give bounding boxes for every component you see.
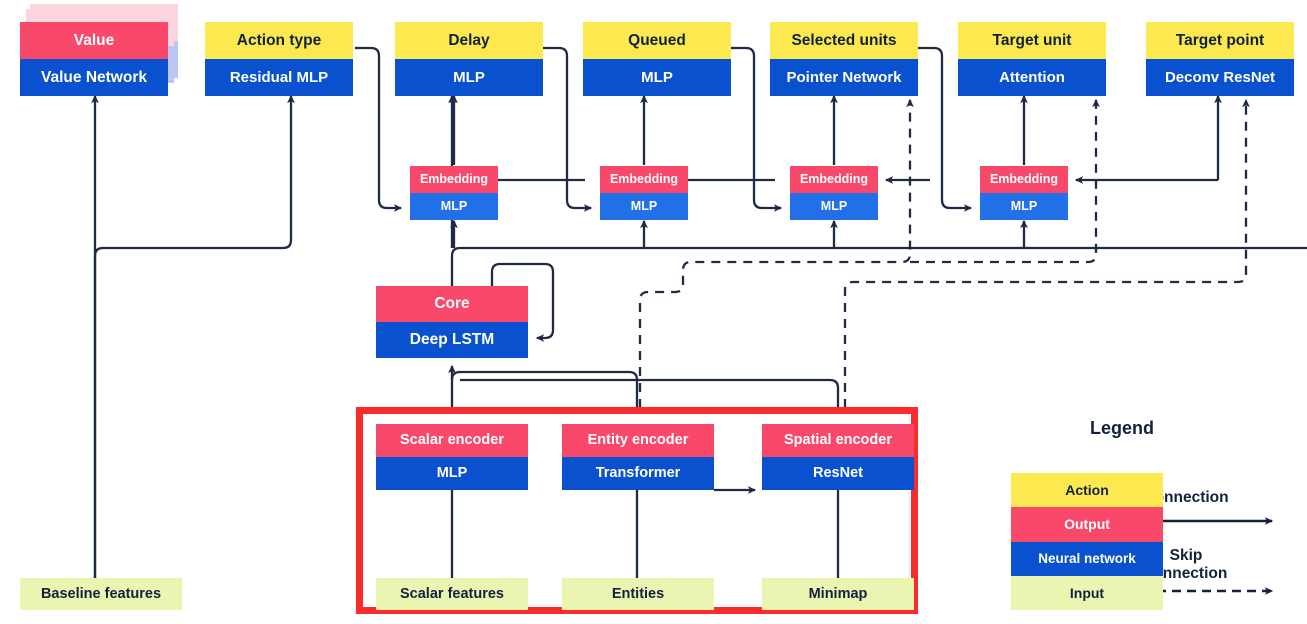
node-entity-encoder[interactable]: Entity encoder Transformer bbox=[562, 424, 714, 490]
node-embedding-3-output-label: Embedding bbox=[790, 166, 878, 193]
node-embedding-4-network-label: MLP bbox=[980, 193, 1068, 220]
node-embedding-2-network-label: MLP bbox=[600, 193, 688, 220]
wire-baseline-to-actiontype bbox=[93, 94, 295, 578]
input-baseline-features[interactable]: Baseline features bbox=[20, 578, 182, 610]
node-embedding-4[interactable]: Embedding MLP bbox=[980, 166, 1068, 220]
node-embedding-2-output-label: Embedding bbox=[600, 166, 688, 193]
wire-queued-to-embedding3 bbox=[730, 46, 783, 212]
node-queued[interactable]: Queued MLP bbox=[583, 22, 731, 96]
node-embedding-1-output-label: Embedding bbox=[410, 166, 498, 193]
node-scalar-encoder-network-label: MLP bbox=[376, 457, 528, 490]
node-target-point[interactable]: Target point Deconv ResNet bbox=[1146, 22, 1294, 96]
node-target-point-action-label: Target point bbox=[1146, 22, 1294, 59]
skip-spatial-to-targetpoint bbox=[843, 98, 1250, 408]
wire-delay-to-embedding2 bbox=[543, 46, 593, 212]
legend-connection-label: Connection bbox=[1143, 489, 1229, 506]
wire-spatial-to-core bbox=[460, 378, 840, 407]
node-delay-network-label: MLP bbox=[395, 59, 543, 96]
node-core[interactable]: Core Deep LSTM bbox=[376, 286, 528, 358]
node-action-type[interactable]: Action type Residual MLP bbox=[205, 22, 353, 96]
node-entity-encoder-network-label: Transformer bbox=[562, 457, 714, 490]
node-spatial-encoder-output-label: Spatial encoder bbox=[762, 424, 914, 457]
node-value-head[interactable]: Value Value Network bbox=[20, 22, 168, 96]
node-embedding-1-network-label: MLP bbox=[410, 193, 498, 220]
node-queued-network-label: MLP bbox=[583, 59, 731, 96]
node-selected-units-action-label: Selected units bbox=[770, 22, 918, 59]
node-value-head-output-label: Value bbox=[20, 22, 168, 59]
node-embedding-3[interactable]: Embedding MLP bbox=[790, 166, 878, 220]
legend-swatch-action: Action bbox=[1011, 473, 1163, 508]
node-target-unit-action-label: Target unit bbox=[958, 22, 1106, 59]
node-target-point-network-label: Deconv ResNet bbox=[1146, 59, 1294, 96]
node-selected-units[interactable]: Selected units Pointer Network bbox=[770, 22, 918, 96]
node-target-unit-network-label: Attention bbox=[958, 59, 1106, 96]
node-spatial-encoder-network-label: ResNet bbox=[762, 457, 914, 490]
wire-entity-to-core bbox=[450, 370, 639, 407]
encoders-highlight-box bbox=[356, 407, 918, 614]
node-queued-action-label: Queued bbox=[583, 22, 731, 59]
node-core-network-label: Deep LSTM bbox=[376, 322, 528, 358]
node-spatial-encoder[interactable]: Spatial encoder ResNet bbox=[762, 424, 914, 490]
legend-swatch-stack: Action Output Neural network Input bbox=[1011, 473, 1163, 610]
wire-actiontype-to-embedding1 bbox=[355, 46, 403, 212]
node-embedding-3-network-label: MLP bbox=[790, 193, 878, 220]
legend-swatch-input: Input bbox=[1011, 575, 1163, 610]
legend-title: Legend bbox=[1090, 418, 1155, 438]
wire-selectedunits-to-embedding4 bbox=[918, 46, 973, 212]
node-delay-action-label: Delay bbox=[395, 22, 543, 59]
node-embedding-1[interactable]: Embedding MLP bbox=[410, 166, 498, 220]
node-scalar-encoder-output-label: Scalar encoder bbox=[376, 424, 528, 457]
skip-entity-to-selectedunits bbox=[638, 98, 914, 408]
input-scalar-features[interactable]: Scalar features bbox=[376, 578, 528, 610]
legend-swatch-neural-network: Neural network bbox=[1011, 541, 1163, 576]
node-core-output-label: Core bbox=[376, 286, 528, 322]
node-target-unit[interactable]: Target unit Attention bbox=[958, 22, 1106, 96]
node-value-head-network-label: Value Network bbox=[20, 59, 168, 96]
input-entities[interactable]: Entities bbox=[562, 578, 714, 610]
node-action-type-action-label: Action type bbox=[205, 22, 353, 59]
skip-entity-to-targetunit bbox=[910, 98, 1100, 264]
wire-core-bus-right bbox=[450, 246, 1307, 286]
node-scalar-encoder[interactable]: Scalar encoder MLP bbox=[376, 424, 528, 490]
legend-swatch-output: Output bbox=[1011, 507, 1163, 542]
node-delay[interactable]: Delay MLP bbox=[395, 22, 543, 96]
node-embedding-2[interactable]: Embedding MLP bbox=[600, 166, 688, 220]
node-selected-units-network-label: Pointer Network bbox=[770, 59, 918, 96]
wire-core-recurrent bbox=[490, 262, 555, 342]
node-entity-encoder-output-label: Entity encoder bbox=[562, 424, 714, 457]
input-minimap[interactable]: Minimap bbox=[762, 578, 914, 610]
node-action-type-network-label: Residual MLP bbox=[205, 59, 353, 96]
node-embedding-4-output-label: Embedding bbox=[980, 166, 1068, 193]
